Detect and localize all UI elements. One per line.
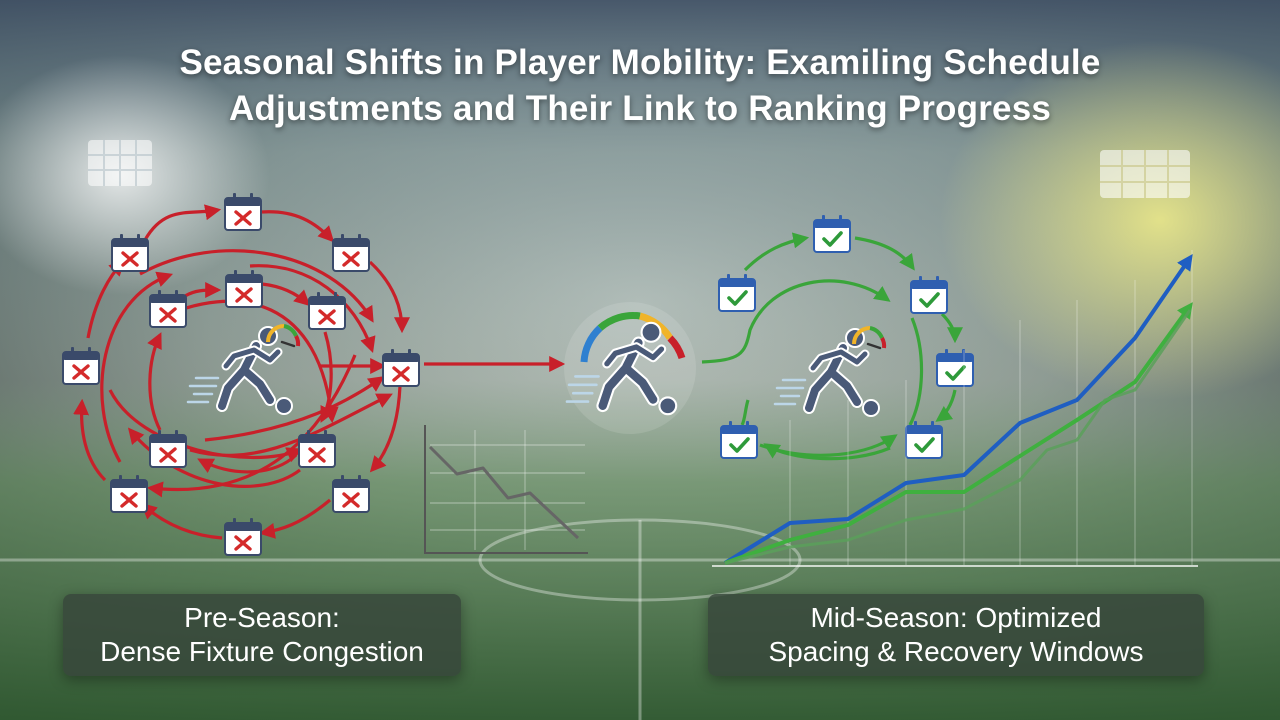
floodlight-glow-right	[940, 40, 1280, 400]
calendar-cross-icon	[307, 290, 347, 331]
calendar-cross-icon	[331, 473, 371, 514]
mid-season-caption-line-1: Mid-Season: Optimized	[810, 602, 1102, 633]
pitch-markings	[0, 518, 1280, 720]
pre-season-caption: Pre-Season: Dense Fixture Congestion	[63, 594, 461, 676]
calendar-check-icon	[904, 419, 944, 460]
title-line-2: Adjustments and Their Link to Ranking Pr…	[228, 89, 1052, 128]
floodlight-left	[88, 140, 152, 186]
decline-line	[428, 445, 580, 540]
ranking-line-primary	[723, 254, 1193, 565]
calendar-check-icon	[812, 213, 852, 254]
calendar-cross-icon	[148, 288, 188, 329]
calendar-cross-icon	[110, 232, 150, 273]
running-player-icon	[564, 302, 696, 434]
calendar-cross-icon	[223, 516, 263, 557]
calendar-cross-icon	[297, 428, 337, 469]
page-title: Seasonal Shifts in Player Mobility: Exam…	[100, 40, 1180, 132]
recovery-arrows	[701, 232, 963, 461]
calendar-cross-icon	[223, 191, 263, 232]
calendar-cross-icon	[61, 345, 101, 386]
pre-season-caption-line-1: Pre-Season:	[184, 602, 340, 633]
congestion-arrows	[73, 204, 410, 540]
calendar-cross-icon	[148, 428, 188, 469]
ranking-line-tertiary	[724, 309, 1192, 565]
title-line-1: Seasonal Shifts in Player Mobility: Exam…	[179, 43, 1101, 82]
calendar-check-icon	[717, 272, 757, 313]
mid-season-caption-line-2: Spacing & Recovery Windows	[768, 636, 1144, 667]
calendar-cross-icon	[109, 473, 149, 514]
calendar-check-icon	[909, 274, 949, 315]
floodlight-right	[1100, 150, 1190, 198]
decline-chart	[424, 425, 588, 554]
calendar-cross-icon	[381, 347, 421, 388]
mid-season-caption: Mid-Season: Optimized Spacing & Recovery…	[708, 594, 1204, 676]
calendar-cross-icon	[331, 232, 371, 273]
calendar-check-icon	[935, 347, 975, 388]
calendar-cross-icon	[224, 268, 264, 309]
ranking-line-secondary	[724, 302, 1193, 565]
pre-season-caption-line-2: Dense Fixture Congestion	[100, 636, 424, 667]
calendar-check-icon	[719, 419, 759, 460]
ranking-progress-chart	[712, 250, 1198, 567]
